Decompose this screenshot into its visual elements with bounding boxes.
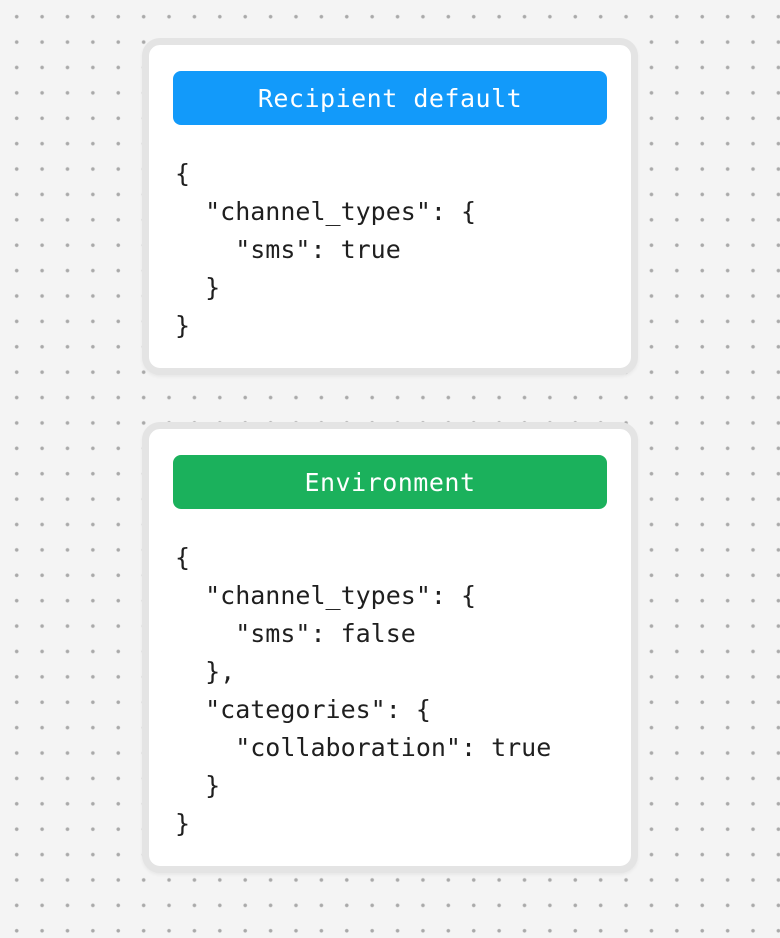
recipient-default-card: Recipient default { "channel_types": { "… [142,38,638,375]
environment-header-badge: Environment [173,455,607,509]
recipient-default-json-code: { "channel_types": { "sms": true } } [175,159,477,340]
recipient-default-header-badge: Recipient default [173,71,607,125]
dotted-canvas: Recipient default { "channel_types": { "… [0,38,780,938]
environment-json-code: { "channel_types": { "sms": false }, "ca… [175,543,552,838]
environment-card: Environment { "channel_types": { "sms": … [142,422,638,873]
